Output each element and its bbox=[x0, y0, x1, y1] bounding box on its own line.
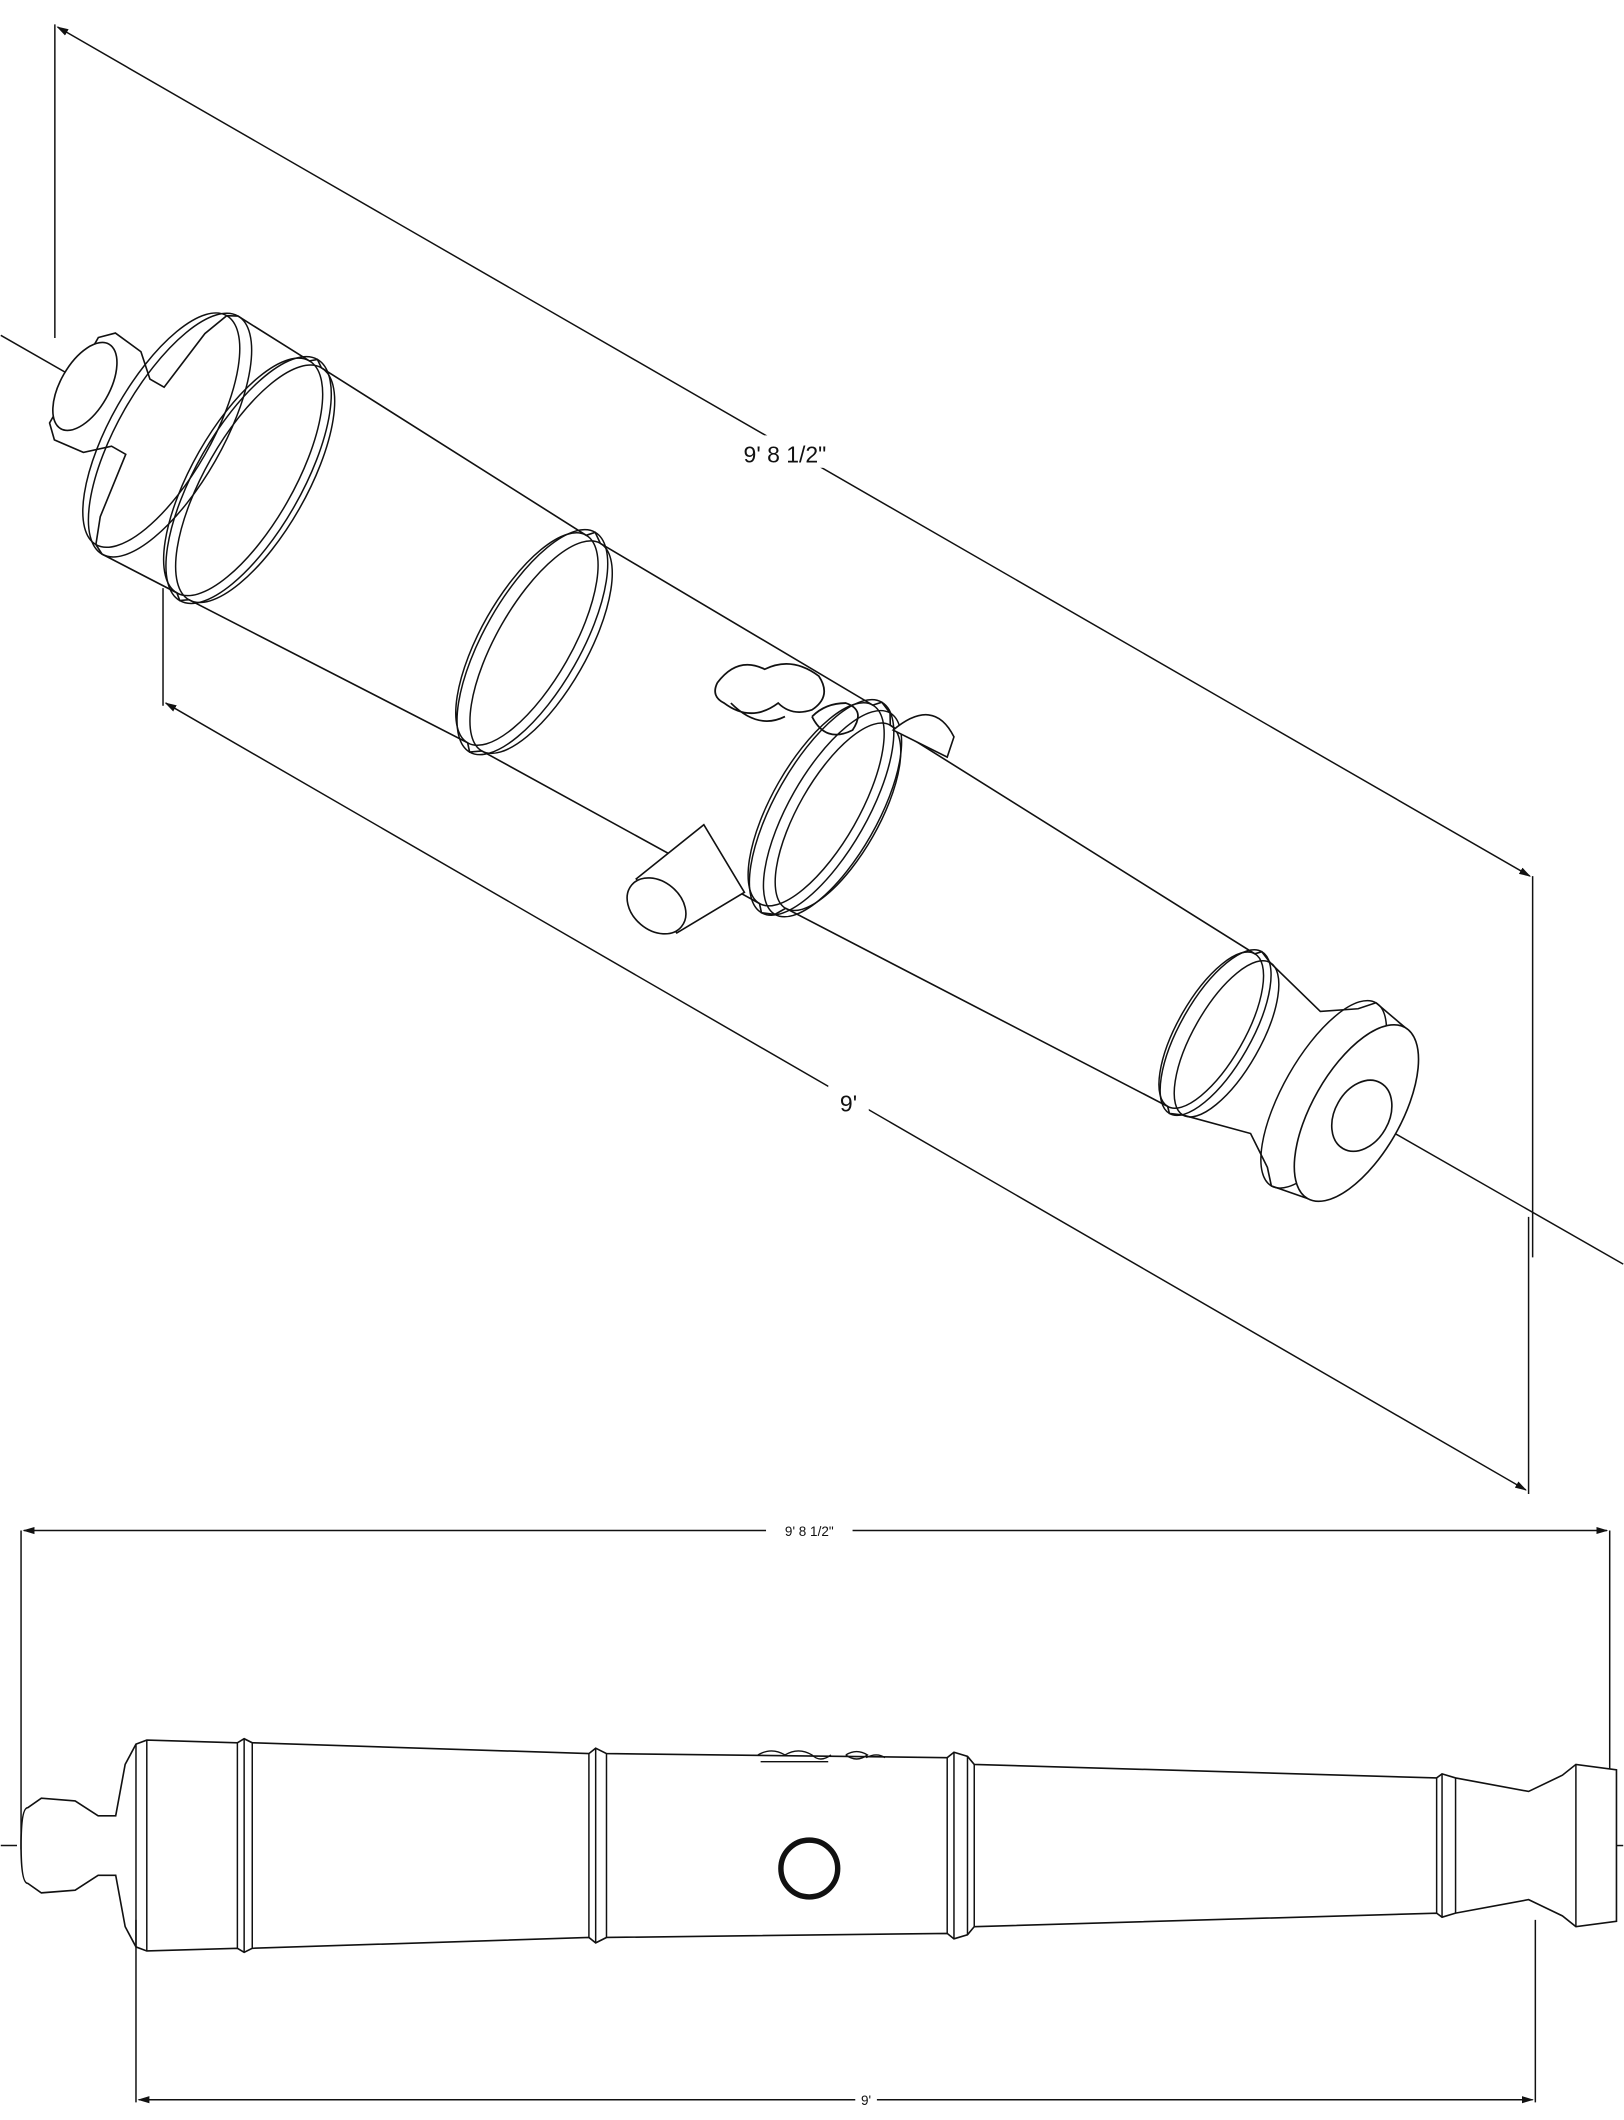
bore-length-label: 9' bbox=[840, 1090, 857, 1116]
crest-emblem bbox=[757, 1750, 886, 1763]
bore-length-label: 9' bbox=[861, 2093, 871, 2108]
barrel-outline bbox=[20, 1737, 1618, 1954]
cannon-barrel-iso bbox=[48, 312, 1420, 1203]
overall-length-label: 9' 8 1/2" bbox=[744, 441, 827, 467]
isometric-view: 9' 8 1/2" 9' bbox=[0, 24, 1624, 1495]
trunnion bbox=[778, 1837, 841, 1900]
overall-length-label: 9' 8 1/2" bbox=[785, 1524, 834, 1539]
cannon-barrel-side bbox=[20, 1737, 1618, 1954]
side-view: 9' 8 1/2" 9' bbox=[0, 1519, 1624, 2108]
